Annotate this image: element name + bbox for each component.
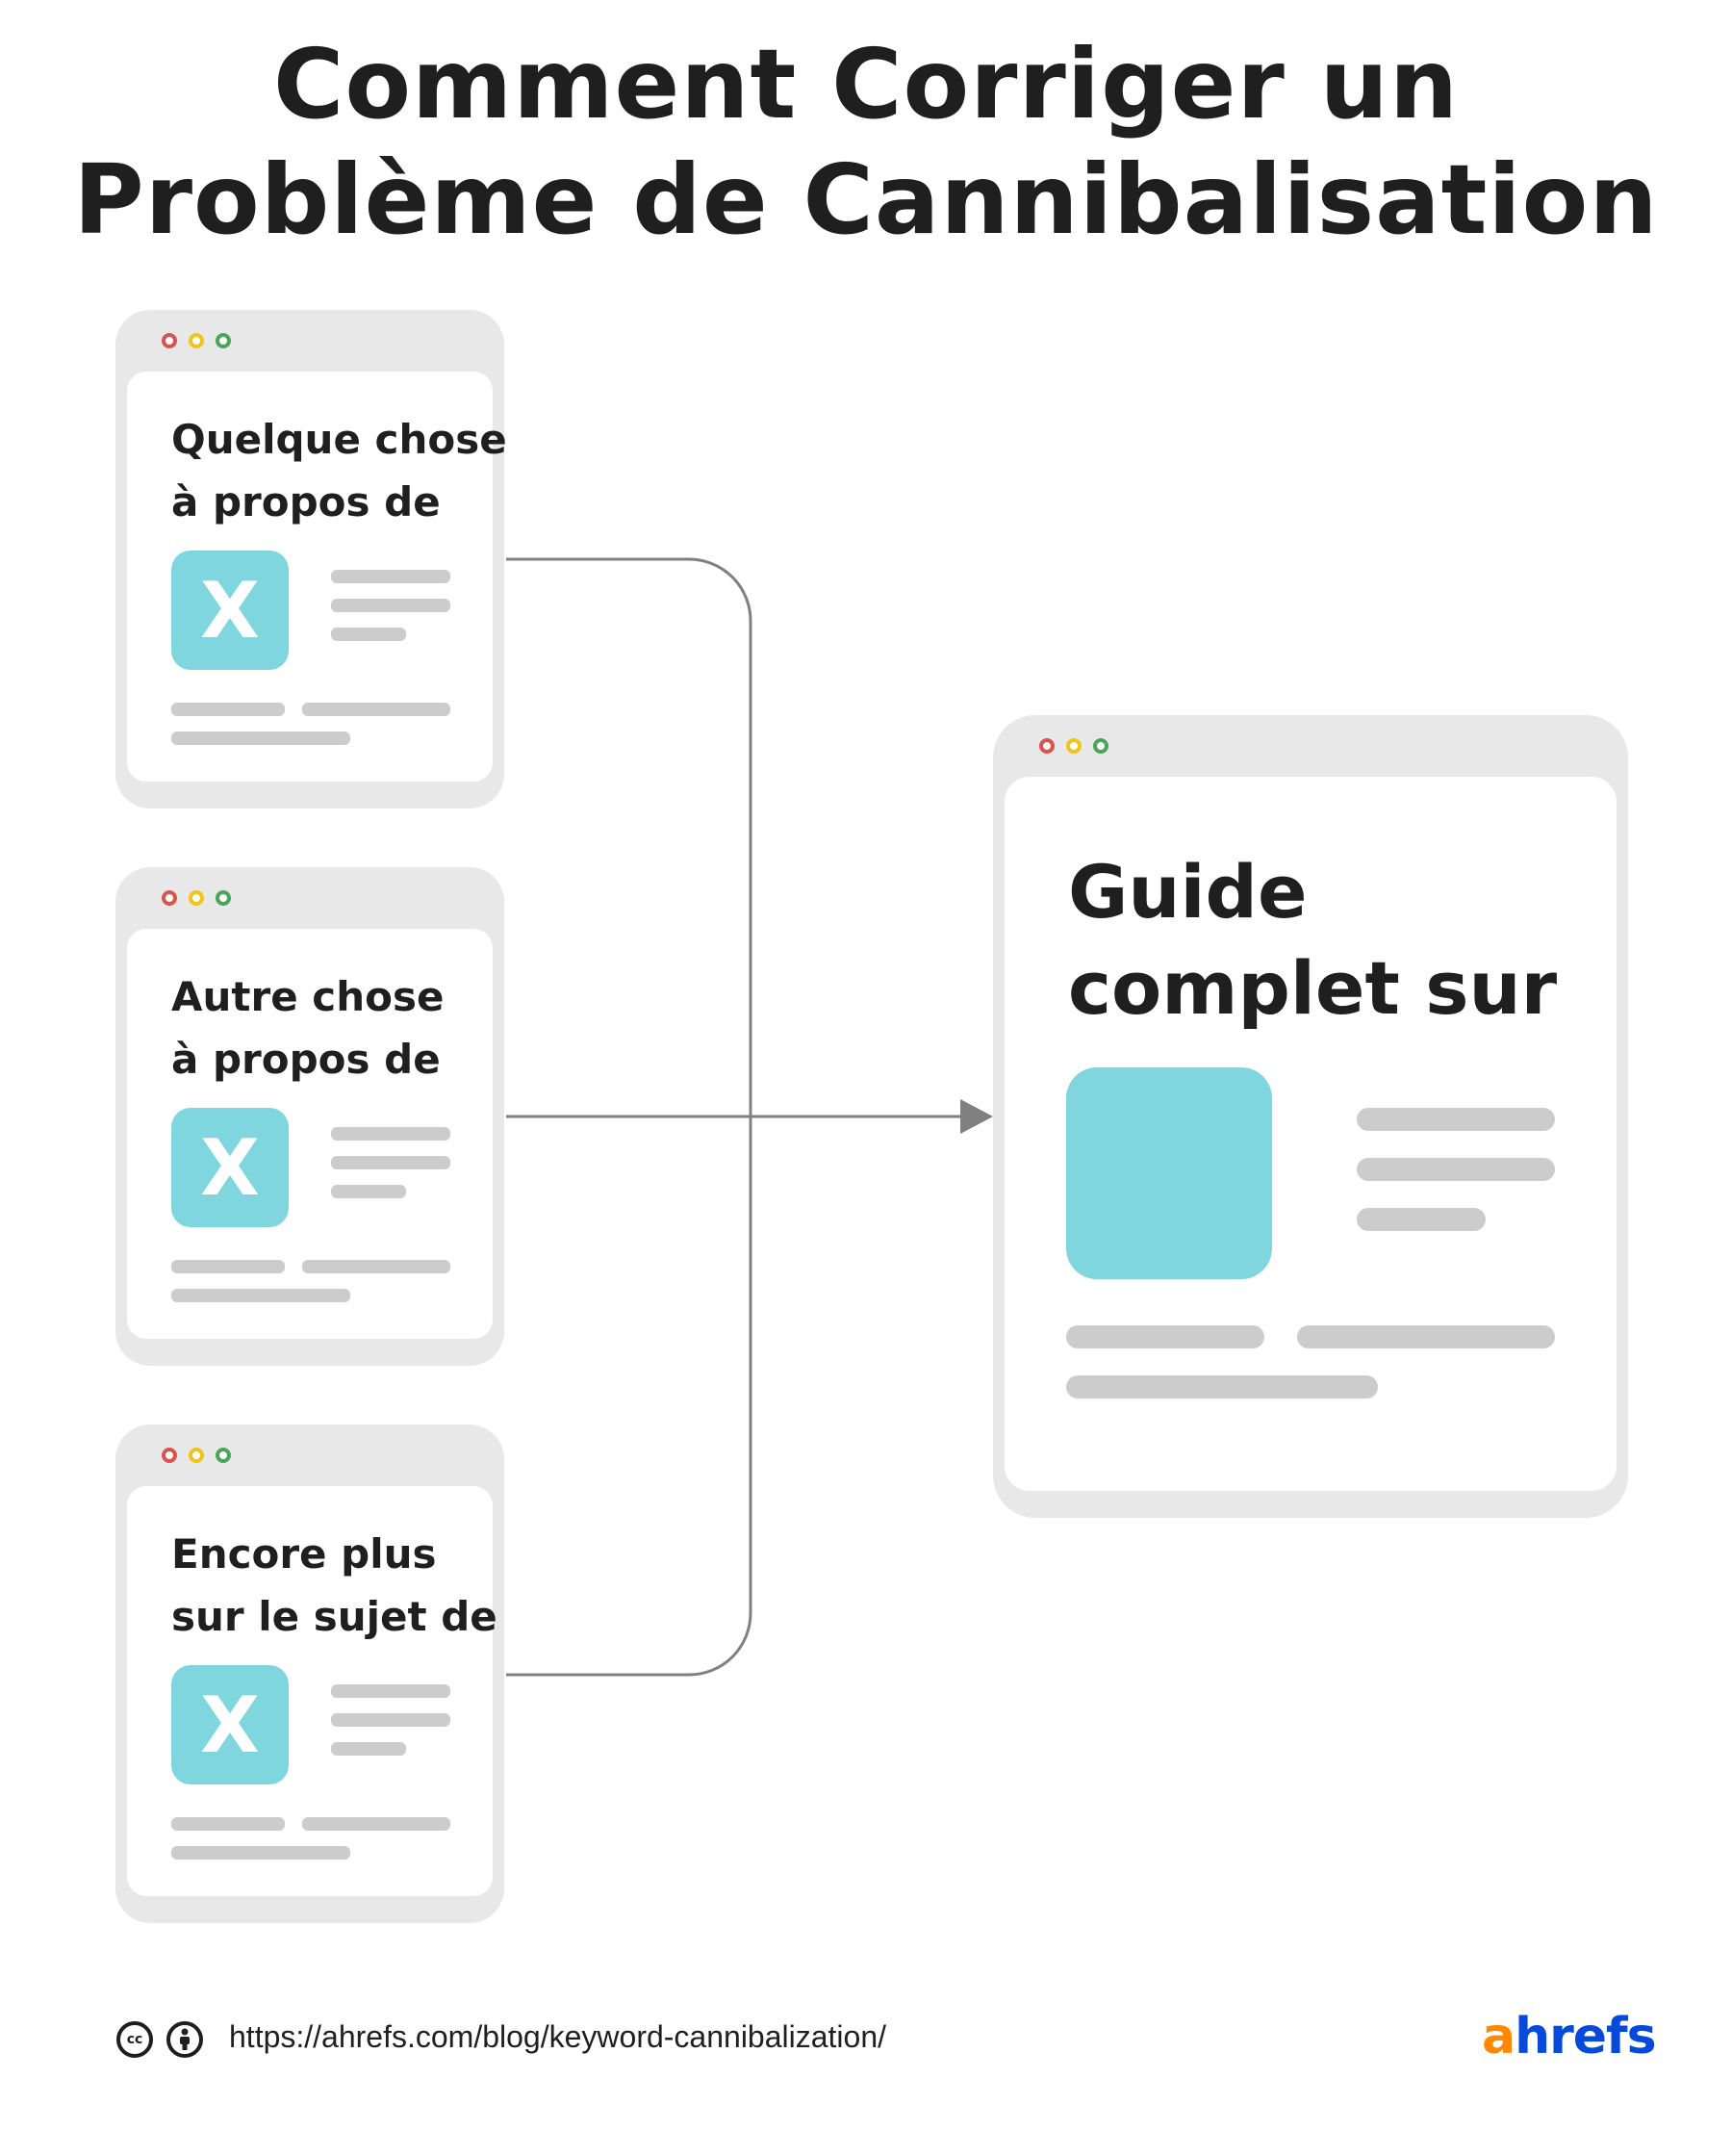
source-page-3: Encore plus sur le sujet de X [115,1424,504,1923]
text-placeholder [171,703,285,716]
text-placeholder [331,1684,450,1698]
thumbnail-label: X [200,1680,260,1770]
source-url-link[interactable]: https://ahrefs.com/blog/keyword-cannibal… [229,2019,887,2054]
target-page: Guide complet sur [993,715,1628,1518]
window-controls [1039,738,1108,754]
maximize-dot-icon [216,333,231,348]
keyword-thumbnail: X [171,551,289,670]
creative-commons-icon: cc [116,2021,153,2058]
connector-from-page-1 [506,557,752,1116]
text-placeholder [1357,1158,1555,1181]
thumbnail-label: X [200,1122,260,1213]
maximize-dot-icon [216,1448,231,1463]
source-page-1: Quelque chose à propos de X [115,310,507,808]
text-placeholder [302,703,450,716]
close-dot-icon [162,890,177,906]
minimize-dot-icon [189,333,204,348]
text-placeholder [331,1742,406,1756]
text-placeholder [171,1846,350,1860]
text-placeholder [171,1260,285,1273]
text-placeholder [171,1289,350,1302]
text-placeholder [171,732,350,745]
text-placeholder [1066,1375,1378,1399]
arrow-head [960,1099,993,1134]
text-placeholder [1357,1208,1486,1231]
title-line-1: Comment Corriger un [272,28,1460,141]
close-dot-icon [1039,738,1055,754]
connector-from-page-3 [506,1116,752,1677]
text-placeholder [1297,1325,1555,1348]
window-controls [162,890,231,906]
text-placeholder [331,1713,450,1727]
minimize-dot-icon [189,890,204,906]
maximize-dot-icon [216,890,231,906]
page-heading: Quelque chose à propos de [171,416,507,526]
page-content: Guide complet sur [1005,777,1617,1491]
page-content: Encore plus sur le sujet de X [127,1486,497,1896]
text-placeholder [331,599,450,612]
maximize-dot-icon [1093,738,1108,754]
close-dot-icon [162,1448,177,1463]
close-dot-icon [162,333,177,348]
page-title: Comment Corriger un Problème de Cannibal… [0,27,1732,258]
source-page-2: Autre chose à propos de X [115,867,504,1366]
text-placeholder [331,1185,406,1198]
text-placeholder [331,1127,450,1141]
title-line-2: Problème de Cannibalisation [73,143,1659,256]
text-placeholder [1357,1108,1555,1131]
page-content: Autre chose à propos de X [127,929,493,1339]
keyword-thumbnail: X [171,1665,289,1784]
text-placeholder [171,1817,285,1831]
attribution-icon [166,2021,203,2058]
text-placeholder [331,1156,450,1169]
page-heading: Guide complet sur [1068,849,1558,1031]
page-content: Quelque chose à propos de X [127,372,507,782]
text-placeholder [331,628,406,641]
text-placeholder [331,570,450,583]
content-thumbnail [1066,1067,1272,1279]
text-placeholder [302,1817,450,1831]
page-heading: Autre chose à propos de [171,973,445,1083]
text-placeholder [302,1260,450,1273]
minimize-dot-icon [1066,738,1082,754]
text-placeholder [1066,1325,1264,1348]
ahrefs-logo[interactable]: ahrefs [1482,2008,1657,2066]
keyword-thumbnail: X [171,1108,289,1227]
window-controls [162,333,231,348]
minimize-dot-icon [189,1448,204,1463]
page-heading: Encore plus sur le sujet de [171,1530,497,1640]
thumbnail-label: X [200,565,260,655]
window-controls [162,1448,231,1463]
